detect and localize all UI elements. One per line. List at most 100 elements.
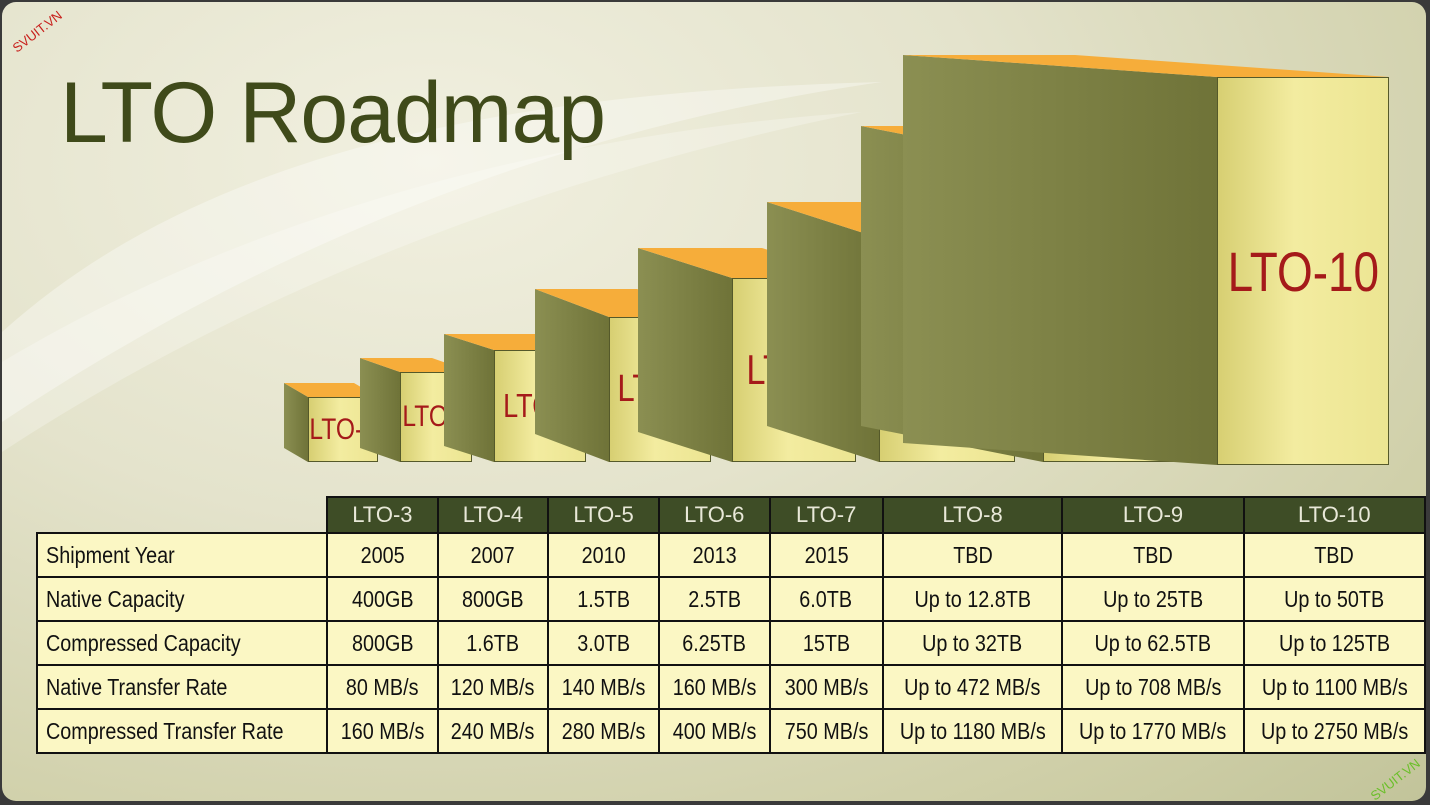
table-cell: Up to 2750 MB/s	[1242, 708, 1426, 754]
cell-value: Up to 1100 MB/s	[1261, 673, 1408, 700]
row-label-text: Native Capacity	[46, 585, 185, 612]
column-header: LTO-6	[657, 496, 771, 534]
table-cell: 400 MB/s	[657, 708, 771, 754]
table-cell: 2007	[436, 532, 550, 578]
cell-value: 140 MB/s	[561, 673, 646, 700]
table-cell: Up to 125TB	[1242, 620, 1426, 666]
cell-value: 750 MB/s	[784, 717, 868, 744]
box-side-face	[903, 55, 1217, 465]
table-cell: 2005	[326, 532, 439, 578]
cell-value: 400 MB/s	[672, 717, 757, 744]
row-label-text: Shipment Year	[46, 541, 175, 568]
table-cell: 2013	[657, 532, 771, 578]
row-label: Compressed Transfer Rate	[35, 708, 329, 754]
table-cell: 80 MB/s	[326, 664, 439, 710]
cell-value: Up to 2750 MB/s	[1260, 717, 1408, 744]
box-label-text: LTO-10	[1227, 239, 1379, 303]
lto-box-10: LTO-10	[903, 55, 1389, 465]
table-cell: Up to 1100 MB/s	[1242, 664, 1426, 710]
cell-value: 1.5TB	[577, 585, 630, 612]
table-cell: Up to 25TB	[1061, 576, 1245, 622]
row-label: Compressed Capacity	[35, 620, 329, 666]
table-cell: Up to 62.5TB	[1061, 620, 1245, 666]
cell-value: 2015	[804, 541, 849, 568]
table-cell: 240 MB/s	[436, 708, 550, 754]
table-cell: 800GB	[436, 576, 550, 622]
cell-value: Up to 708 MB/s	[1084, 673, 1222, 700]
cell-value: 120 MB/s	[451, 673, 535, 700]
box-top-face	[284, 383, 378, 397]
cell-value: 300 MB/s	[784, 673, 868, 700]
cell-value: 3.0TB	[577, 629, 630, 656]
row-label: Native Transfer Rate	[35, 664, 329, 710]
table-cell: 160 MB/s	[657, 664, 771, 710]
table-corner	[37, 497, 327, 533]
cell-value: Up to 50TB	[1284, 585, 1385, 612]
cell-value: 400GB	[351, 585, 414, 612]
cell-value: Up to 1180 MB/s	[899, 717, 1046, 744]
table-row: Compressed Capacity 800GB 1.6TB 3.0TB 6.25TB…	[35, 620, 1426, 666]
table-cell: 1.6TB	[436, 620, 550, 666]
table-cell: TBD	[881, 532, 1064, 578]
table-row: Shipment Year 2005 2007 2010 2013 2015 TBD TBD T…	[35, 532, 1426, 578]
cell-value: Up to 472 MB/s	[904, 673, 1041, 700]
table-row: Native Transfer Rate 80 MB/s 120 MB/s 140 M…	[35, 664, 1426, 710]
table-cell: 400GB	[326, 576, 439, 622]
cell-value: 2013	[692, 541, 737, 568]
table-cell: 6.25TB	[657, 620, 771, 666]
cell-value: 2007	[470, 541, 515, 568]
cell-value: 160 MB/s	[340, 717, 425, 744]
cell-value: 2010	[581, 541, 626, 568]
row-label-text: Compressed Capacity	[46, 629, 241, 656]
box-label: LTO-10	[1217, 77, 1389, 465]
cell-value: 80 MB/s	[346, 673, 419, 700]
box-side-face	[284, 383, 308, 462]
cell-value: 6.0TB	[799, 585, 853, 612]
table-cell: 140 MB/s	[547, 664, 660, 710]
cell-value: Up to 25TB	[1102, 585, 1204, 612]
box-side-face	[638, 248, 732, 462]
table-cell: Up to 1180 MB/s	[881, 708, 1064, 754]
box-side-face	[444, 334, 494, 462]
column-header: LTO-4	[436, 496, 550, 534]
table-cell: 1.5TB	[547, 576, 660, 622]
table-cell: TBD	[1242, 532, 1426, 578]
table-cell: Up to 32TB	[881, 620, 1064, 666]
cell-value: Up to 1770 MB/s	[1079, 717, 1227, 744]
cell-value: Up to 62.5TB	[1094, 629, 1212, 656]
table-cell: Up to 1770 MB/s	[1061, 708, 1245, 754]
table-cell: 2.5TB	[657, 576, 771, 622]
cell-value: Up to 12.8TB	[914, 585, 1031, 612]
box-side-face	[767, 202, 879, 462]
table-cell: 120 MB/s	[436, 664, 550, 710]
table-cell: Up to 472 MB/s	[881, 664, 1064, 710]
table-cell: 160 MB/s	[326, 708, 439, 754]
box-side-face	[535, 289, 609, 462]
cell-value: TBD	[952, 541, 993, 568]
page-title: LTO Roadmap	[60, 65, 606, 161]
cell-value: 160 MB/s	[672, 673, 757, 700]
table-row: Native Capacity 400GB 800GB 1.5TB 2.5TB 6.0TB…	[35, 576, 1426, 622]
row-label: Shipment Year	[35, 532, 329, 578]
cell-value: 800GB	[351, 629, 414, 656]
cell-value: TBD	[1314, 541, 1355, 568]
box-side-face	[360, 358, 400, 462]
cell-value: 240 MB/s	[451, 717, 535, 744]
table-cell: 2010	[547, 532, 660, 578]
table-cell: Up to 12.8TB	[881, 576, 1064, 622]
table-row: Compressed Transfer Rate 160 MB/s 240 MB/s…	[35, 708, 1426, 754]
column-header: LTO-10	[1242, 496, 1426, 534]
cell-value: 2.5TB	[687, 585, 741, 612]
cell-value: Up to 32TB	[922, 629, 1023, 656]
cell-value: 1.6TB	[466, 629, 520, 656]
cell-value: 6.25TB	[682, 629, 747, 656]
table-cell: Up to 708 MB/s	[1061, 664, 1245, 710]
table-cell: TBD	[1061, 532, 1245, 578]
cell-value: 15TB	[802, 629, 850, 656]
table-cell: 2015	[768, 532, 884, 578]
table-cell: 280 MB/s	[547, 708, 660, 754]
row-label-text: Compressed Transfer Rate	[46, 717, 284, 744]
